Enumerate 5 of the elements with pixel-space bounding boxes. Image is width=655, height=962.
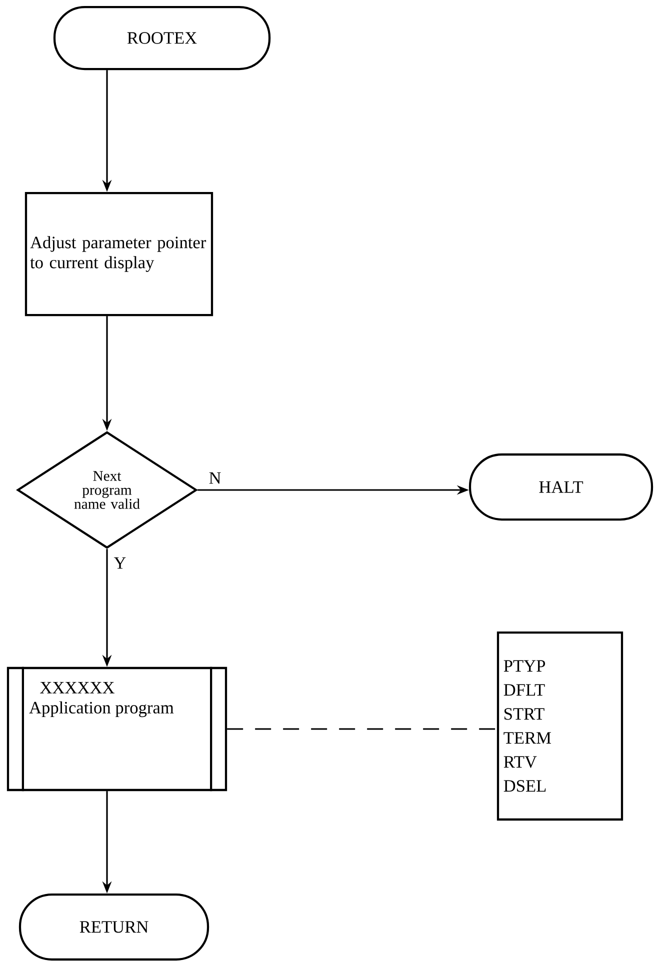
predefined-process-box: XXXXXX Application program bbox=[6, 666, 228, 792]
edge-label: N bbox=[207, 471, 223, 486]
process-box: Adjust parameter pointer to current display bbox=[24, 192, 214, 316]
edge-label: Y bbox=[112, 556, 128, 570]
list-box: PTYP DFLT STRT TERM RTV DSEL bbox=[496, 631, 624, 821]
